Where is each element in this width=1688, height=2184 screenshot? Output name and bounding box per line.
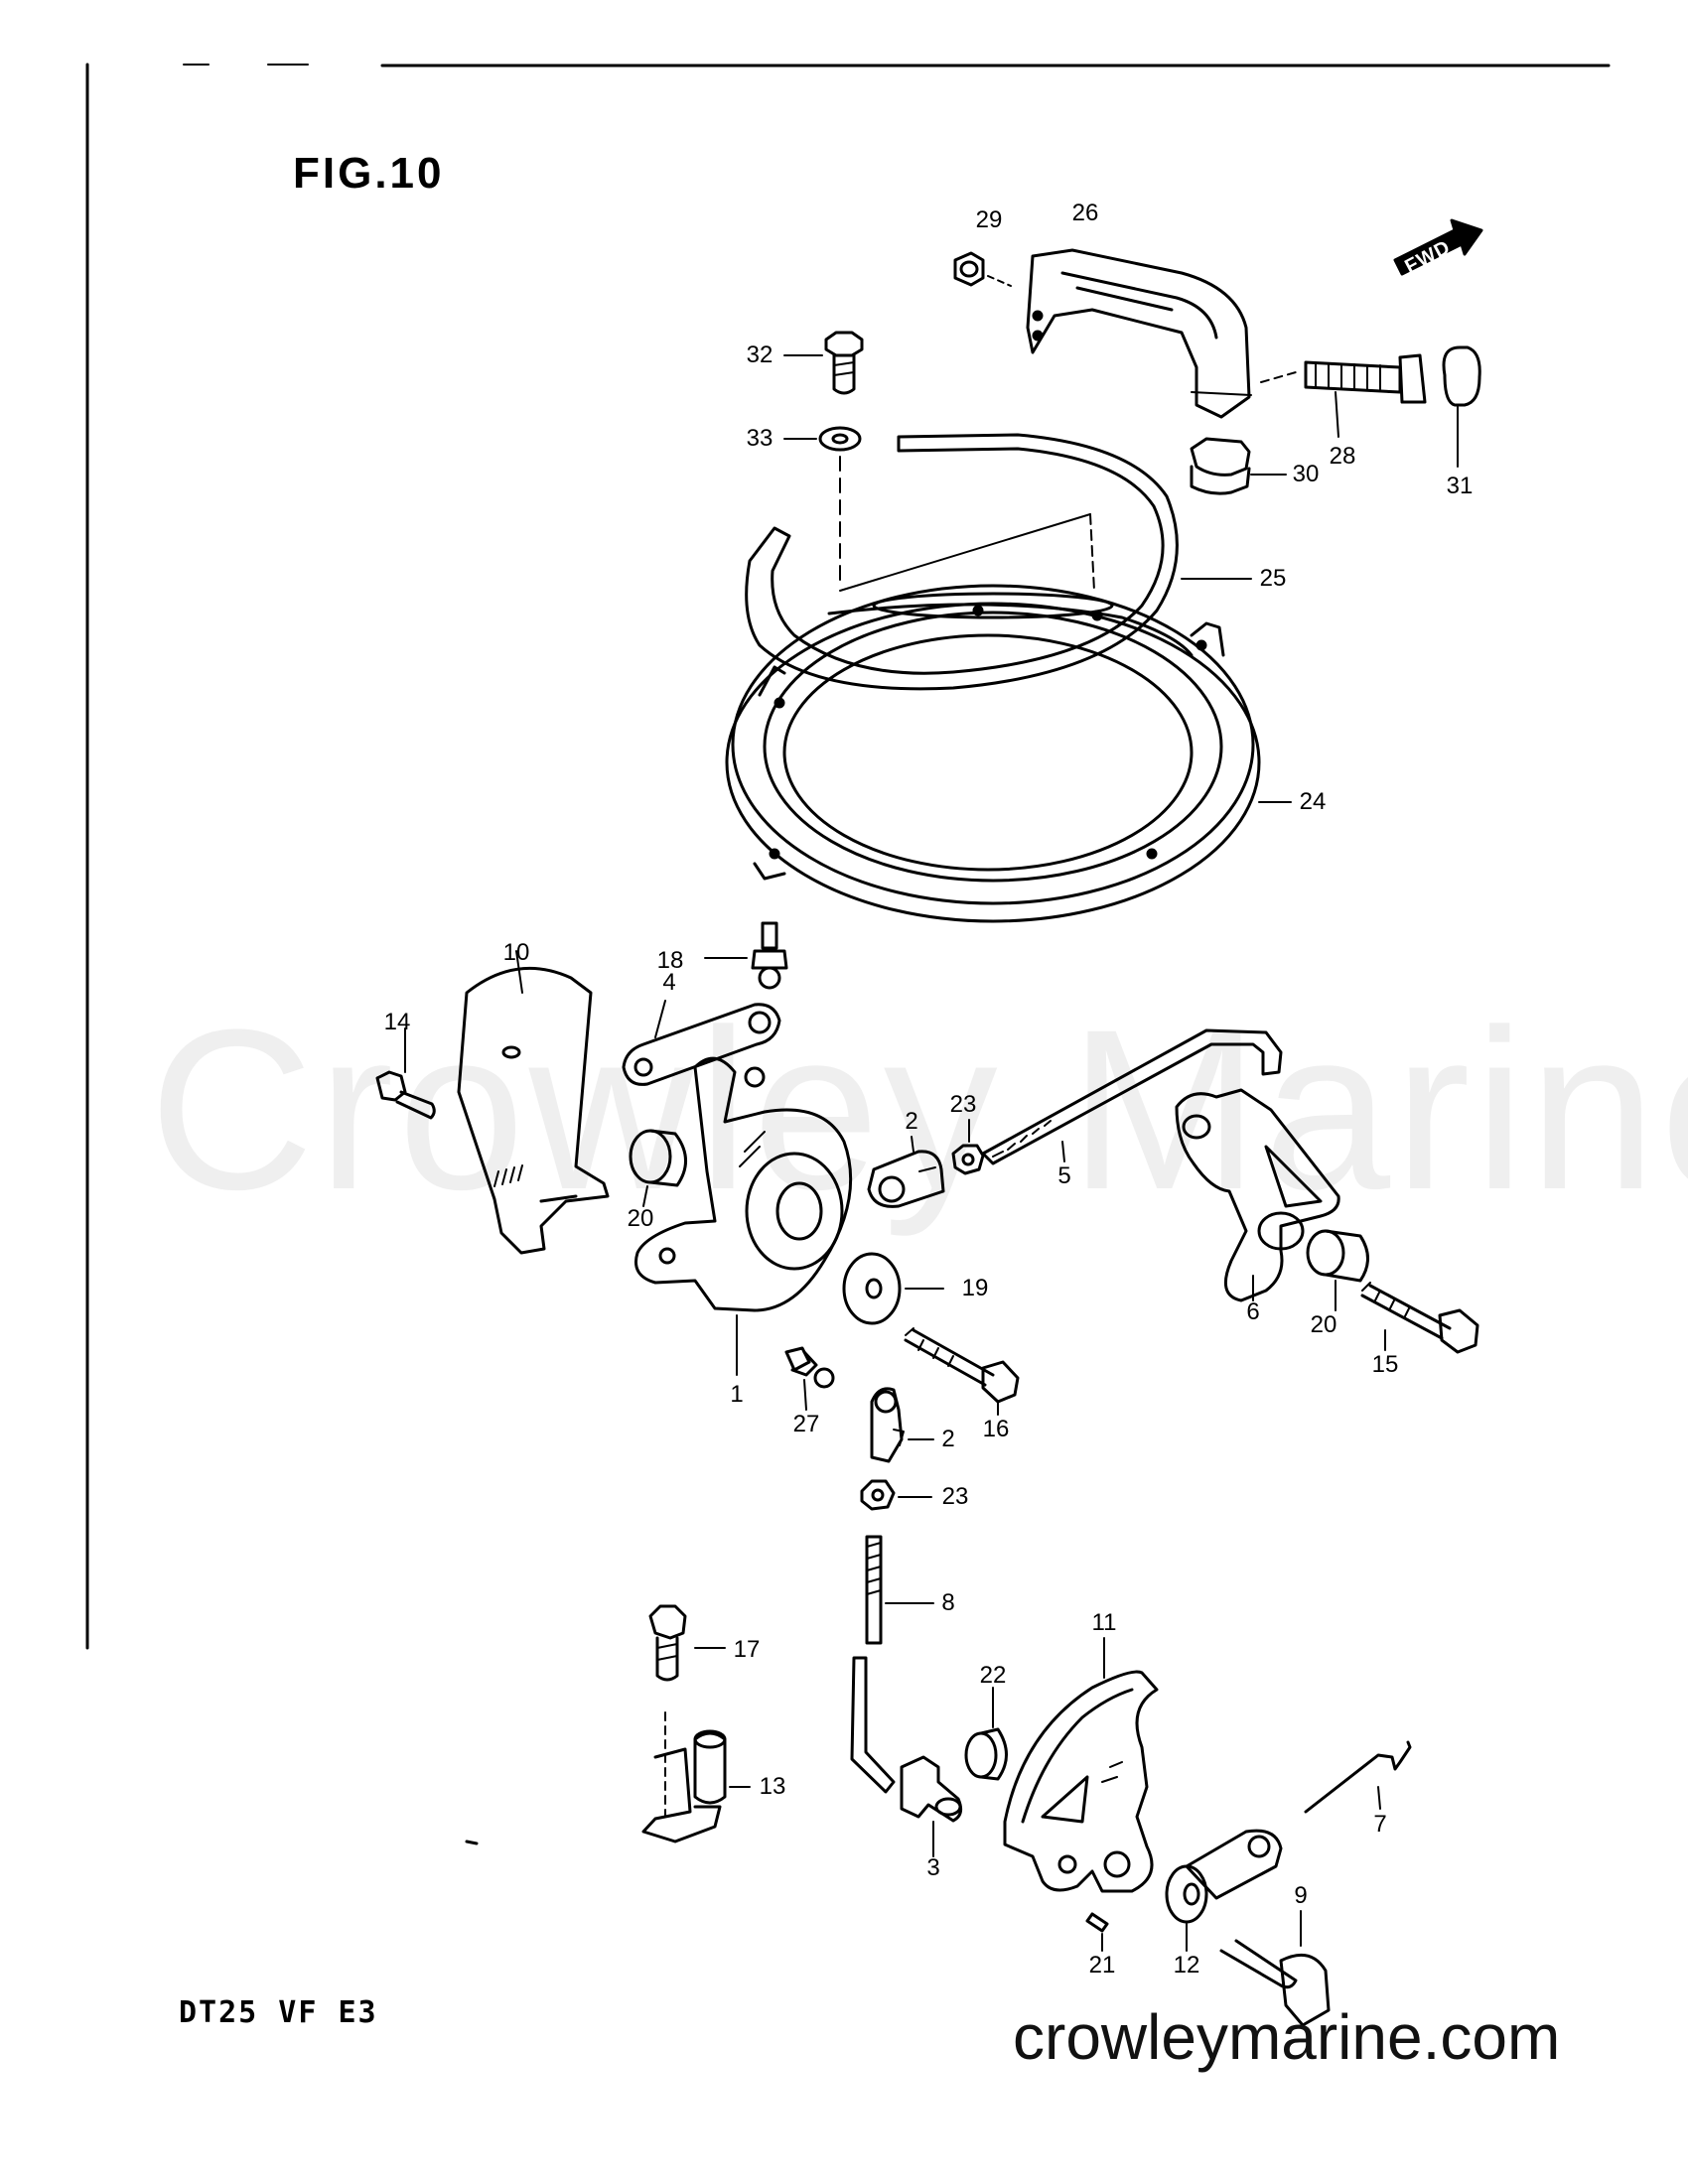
part-19-washer (842, 1252, 944, 1325)
part-23-nut-lower (860, 1479, 932, 1511)
callout-15: 15 (1371, 1351, 1399, 1378)
callout-21: 21 (1088, 1952, 1116, 1979)
part-8-rod-lower (850, 1656, 896, 1794)
callout-20-left: 20 (627, 1205, 654, 1232)
callout-19: 19 (961, 1275, 989, 1301)
part-18-pin (704, 921, 788, 990)
callout-17: 17 (733, 1636, 761, 1663)
part-15-bolt (1360, 1282, 1479, 1354)
fwd-arrow-icon (1393, 218, 1483, 276)
part-28-bolt (1260, 353, 1427, 438)
part-29-nut (953, 251, 1012, 287)
part-13-clamp (641, 1711, 751, 1843)
part-17-bolt (648, 1604, 726, 1682)
callout-1: 1 (730, 1381, 744, 1408)
callout-12: 12 (1173, 1952, 1200, 1979)
part-2-rod-end-lower (870, 1387, 934, 1463)
callout-32: 32 (746, 341, 774, 368)
callout-27: 27 (792, 1411, 820, 1437)
callout-33: 33 (746, 425, 774, 452)
part-27-ball-stud (784, 1346, 835, 1411)
callout-2-upper: 2 (905, 1108, 918, 1135)
part-33-washer (783, 426, 862, 589)
part-26-bracket (1026, 248, 1252, 419)
website-url: crowleymarine.com (1013, 2001, 1561, 2073)
callout-31: 31 (1446, 473, 1474, 499)
callout-28: 28 (1329, 443, 1356, 470)
callout-16: 16 (982, 1416, 1010, 1442)
part-10-plate (457, 950, 610, 1255)
part-21-pin (1085, 1912, 1109, 1952)
callout-13: 13 (759, 1773, 786, 1800)
callout-8: 8 (941, 1589, 955, 1616)
part-11-quadrant (1003, 1637, 1159, 1893)
callout-18: 18 (656, 947, 684, 974)
part-20-bushing-right (1306, 1229, 1369, 1311)
callout-14: 14 (383, 1009, 411, 1035)
part-6-lever (1175, 1088, 1340, 1302)
part-25-band (745, 433, 1252, 691)
callout-7: 7 (1373, 1811, 1387, 1838)
part-2-rod-end-upper (867, 1136, 945, 1208)
part-20-bushing-left (629, 1129, 687, 1207)
part-22-bushing (964, 1687, 1008, 1781)
part-5-rod (981, 1028, 1283, 1165)
callout-5: 5 (1057, 1162, 1071, 1189)
callout-25: 25 (1259, 565, 1287, 592)
part-14-bolt (375, 1027, 436, 1120)
part-23-nut-upper (951, 1119, 985, 1175)
callout-6: 6 (1246, 1298, 1260, 1325)
part-32-bolt (783, 331, 864, 395)
part-9-shaft (1185, 1829, 1331, 2027)
model-code: DT25 VF E3 (179, 1995, 378, 2030)
callout-4: 4 (662, 969, 676, 996)
callout-22: 22 (979, 1662, 1007, 1689)
callout-2-lower: 2 (941, 1426, 955, 1452)
callout-23-upper: 23 (949, 1091, 977, 1118)
part-8-rod (865, 1535, 934, 1645)
callout-24: 24 (1299, 788, 1327, 815)
part-24-ring (725, 584, 1292, 923)
callout-9: 9 (1294, 1882, 1308, 1909)
part-30-spacer (1190, 437, 1287, 495)
part-1-arm (634, 1056, 853, 1376)
part-3-clip (900, 1755, 963, 1857)
part-4-rod (622, 1000, 781, 1086)
callout-3: 3 (926, 1854, 940, 1881)
figure-title: FIG.10 (293, 149, 445, 198)
callout-20-right: 20 (1310, 1311, 1337, 1338)
callout-30: 30 (1292, 461, 1320, 487)
callout-10: 10 (502, 939, 530, 966)
callout-23-lower: 23 (941, 1483, 969, 1510)
watermark-text: Crowley Marine (149, 982, 1688, 1237)
part-16-bolt (904, 1327, 1020, 1416)
callout-11: 11 (1091, 1609, 1117, 1636)
callout-29: 29 (975, 206, 1003, 233)
part-7-wire (1304, 1740, 1412, 1814)
part-31-cap (1442, 345, 1481, 468)
callout-26: 26 (1071, 200, 1099, 226)
